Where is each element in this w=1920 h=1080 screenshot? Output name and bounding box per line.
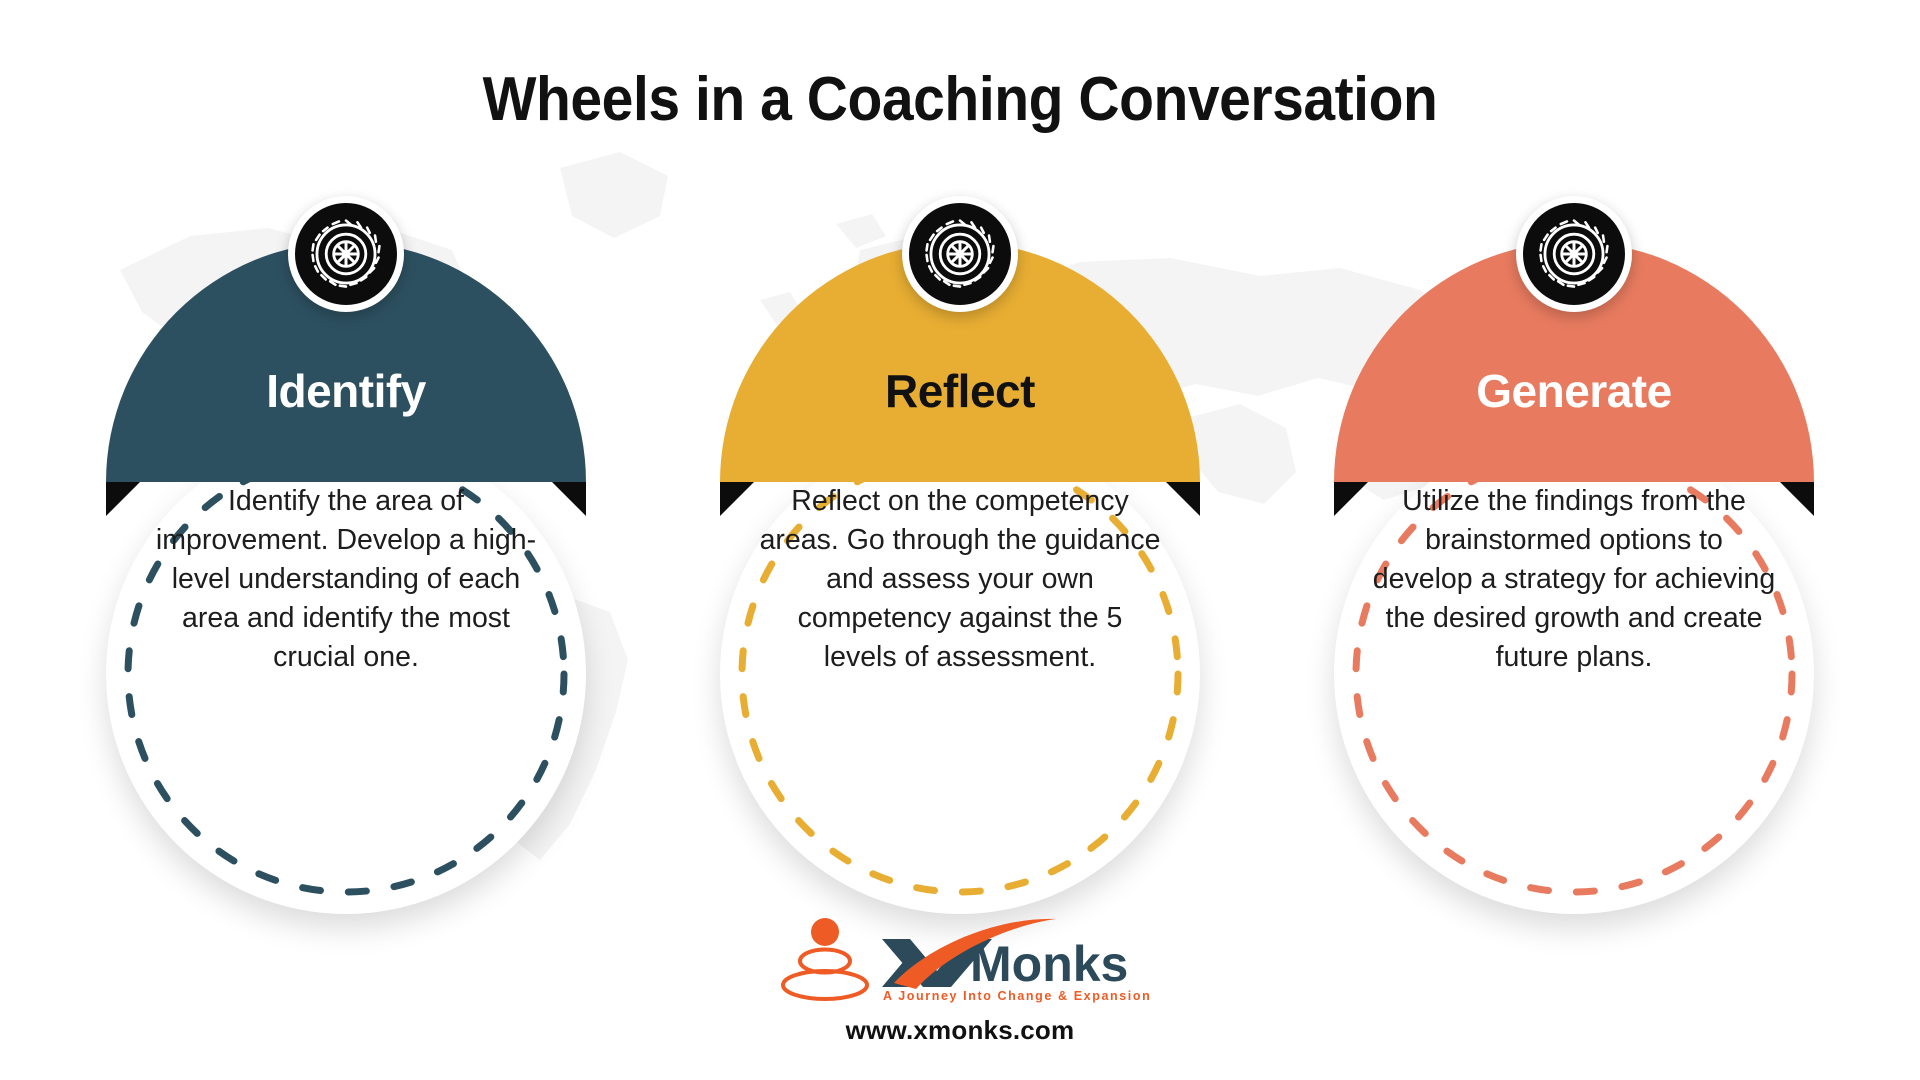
identify-fold-left (106, 482, 140, 516)
identify-fold-right (552, 482, 586, 516)
identify-wheel-badge[interactable] (288, 196, 404, 312)
xmonks-logo[interactable]: Monks A Journey Into Change & Expansion (770, 909, 1150, 1005)
reflect-label: Reflect (885, 365, 1035, 417)
brand-tagline-text: A Journey Into Change & Expansion (883, 989, 1150, 1003)
generate-label: Generate (1476, 365, 1672, 417)
page-title: Wheels in a Coaching Conversation (482, 65, 1438, 134)
wheel-icon (925, 219, 995, 288)
generate-fold-left (1334, 482, 1368, 516)
identify-label: Identify (266, 365, 426, 417)
wheel-card-reflect[interactable]: Reflect (702, 196, 1218, 914)
website-url[interactable]: www.xmonks.com (845, 1015, 1075, 1045)
brand-name-text: Monks (970, 936, 1128, 992)
generate-body-text: Utilize the findings from the brainstorm… (1372, 485, 1776, 673)
reflect-wheel-badge[interactable] (902, 196, 1018, 312)
xmonks-logo-mark: Monks A Journey Into Change & Expansion (781, 918, 1150, 1003)
reflect-fold-left (720, 482, 754, 516)
generate-fold-right (1780, 482, 1814, 516)
wheel-card-generate[interactable]: Generate (1316, 196, 1832, 914)
footer: Monks A Journey Into Change & Expansion … (0, 909, 1920, 1046)
wheel-icon (1539, 219, 1609, 288)
swoosh-icon (894, 918, 1056, 989)
identify-body-text: Identify the area of improvement. Develo… (155, 485, 537, 673)
reflect-fold-right (1166, 482, 1200, 516)
wheel-icon (311, 219, 381, 288)
wheels-row: Identify (0, 196, 1920, 914)
generate-wheel-badge[interactable] (1516, 196, 1632, 312)
wheel-card-identify[interactable]: Identify (88, 196, 604, 914)
monk-figure-icon (781, 918, 869, 1001)
reflect-body-text: Reflect on the competency areas. Go thro… (759, 485, 1161, 673)
